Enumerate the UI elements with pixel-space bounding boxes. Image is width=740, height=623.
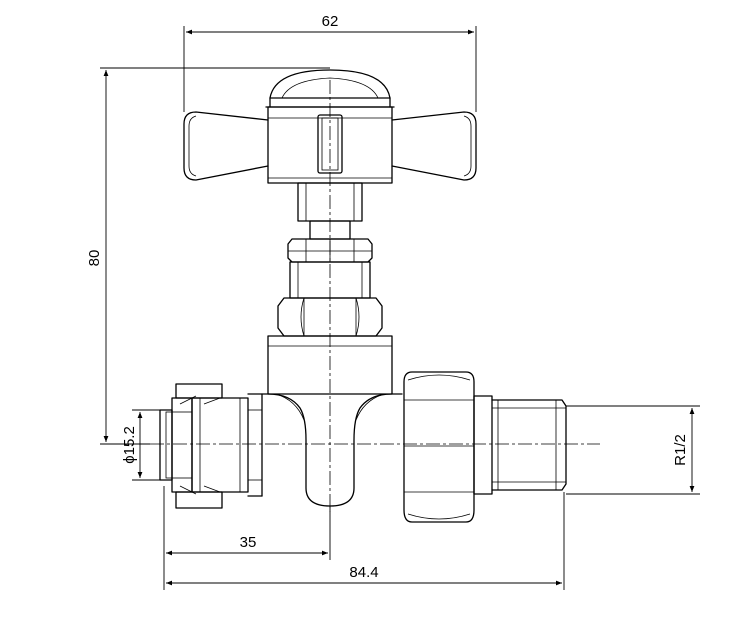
center-lines: [150, 80, 600, 512]
dimension-thread: R1/2: [566, 405, 700, 495]
dimension-pipe-diameter: ϕ15.2: [121, 409, 166, 481]
union-nut: [403, 371, 493, 523]
valve-body: [247, 393, 403, 507]
dim-label-80: 80: [86, 250, 103, 267]
dimension-handle-width: 62: [183, 13, 477, 112]
dim-label-35: 35: [240, 534, 257, 551]
dimension-inlet-to-center: 35: [163, 486, 331, 560]
bonnet: [267, 238, 393, 395]
dim-label-62: 62: [322, 13, 339, 30]
compression-nut: [159, 383, 262, 509]
dimension-overall-length: 84.4: [163, 492, 565, 590]
dimension-overall-height: 80: [86, 67, 330, 445]
dim-label-84-4: 84.4: [349, 564, 378, 581]
cross-handle: [183, 69, 477, 240]
dim-label-diameter: ϕ15.2: [121, 426, 138, 464]
threaded-tailpiece: [491, 399, 567, 491]
dim-label-thread: R1/2: [672, 434, 689, 466]
